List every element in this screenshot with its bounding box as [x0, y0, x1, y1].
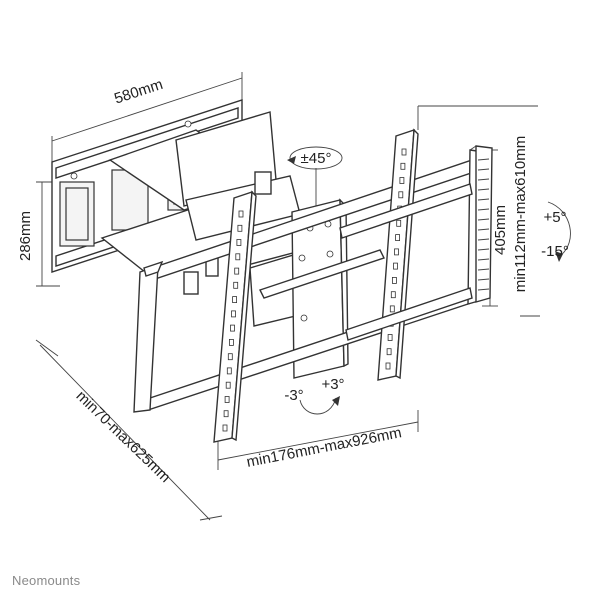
ladder-rung: [477, 268, 490, 271]
extension-rod: [339, 183, 473, 341]
bracket-slot: [389, 305, 395, 313]
bracket-slot: [393, 262, 398, 270]
ladder-rung: [477, 188, 490, 191]
bracket-slot: [396, 219, 402, 227]
ladder-rung: [477, 288, 490, 291]
width-label: 580mm: [112, 76, 165, 108]
ladder-rung: [477, 208, 490, 211]
ladder-rung: [477, 168, 490, 171]
bracket-slot: [228, 338, 234, 346]
bracket-slot: [226, 367, 232, 375]
tilt-up-label: +5°: [543, 209, 566, 226]
ladder-rung: [477, 278, 490, 281]
bracket-slot: [233, 281, 239, 289]
swivel-indicator: ±45°: [287, 146, 343, 208]
level-indicator: -3° +3°: [284, 376, 345, 415]
bracket-slot: [232, 296, 238, 304]
bracket-slot: [395, 234, 401, 242]
height-dimension: 286mm: [17, 181, 60, 287]
ladder-rung: [477, 198, 490, 201]
bracket-slot: [222, 424, 228, 432]
ladder-rung: [477, 228, 490, 231]
brand-logo: Neomounts: [12, 573, 81, 588]
bracket-slot: [234, 267, 240, 275]
bracket-slot: [230, 324, 235, 332]
bracket-slot: [398, 191, 404, 199]
level-arrow-icon: [332, 396, 340, 406]
ladder-rung: [477, 258, 490, 261]
ladder-rung: [477, 238, 490, 241]
ladder-rung: [477, 248, 490, 251]
bracket-slot: [391, 276, 397, 284]
ladder-rung: [477, 218, 490, 221]
bracket-slot: [394, 248, 399, 256]
bracket-slot: [399, 177, 405, 184]
bracket-slot: [387, 334, 393, 341]
vesa-width-label: min176mm-max926mm: [245, 424, 403, 471]
height-label: 286mm: [17, 211, 34, 261]
depth-dimension: min70-max625mm: [35, 339, 223, 521]
center-mount-plate: [291, 198, 349, 379]
bracket-slot: [401, 148, 407, 156]
bracket-slot: [235, 253, 241, 261]
ladder-rung: [477, 178, 490, 181]
right-frame: [467, 145, 493, 305]
right-frame-ladder: [477, 158, 490, 291]
bracket-slot: [236, 239, 242, 246]
height-range-dimension: min112mm-max610mm: [417, 105, 540, 317]
bracket-slot: [400, 162, 406, 170]
bracket-slot: [238, 210, 244, 218]
tilt-arrow-icon: [555, 251, 563, 262]
swivel-label: ±45°: [301, 150, 332, 167]
vesa-height-label: 405mm: [492, 205, 509, 255]
bracket-slot: [385, 362, 391, 370]
bracket-slot: [224, 396, 230, 403]
bracket-slot: [227, 353, 233, 361]
level-minus-label: -3°: [284, 387, 303, 404]
bracket-slot: [225, 381, 231, 389]
bracket-slot: [231, 310, 236, 318]
tilt-down-label: -15°: [541, 243, 569, 260]
bracket-slot: [237, 224, 243, 232]
bracket-holes-left: [222, 210, 244, 432]
vesa-width-dimension: min176mm-max926mm: [217, 410, 419, 471]
bracket-slot: [386, 348, 392, 356]
bracket-slot: [223, 410, 229, 418]
tilt-indicator: +5° -15°: [541, 201, 571, 262]
ladder-rung: [477, 158, 490, 161]
height-range-label: min112mm-max610mm: [512, 136, 529, 292]
level-plus-label: +3°: [321, 376, 344, 393]
left-frame: [133, 260, 164, 413]
swivel-arrow-icon: [287, 156, 296, 164]
bracket-slot: [390, 291, 396, 299]
